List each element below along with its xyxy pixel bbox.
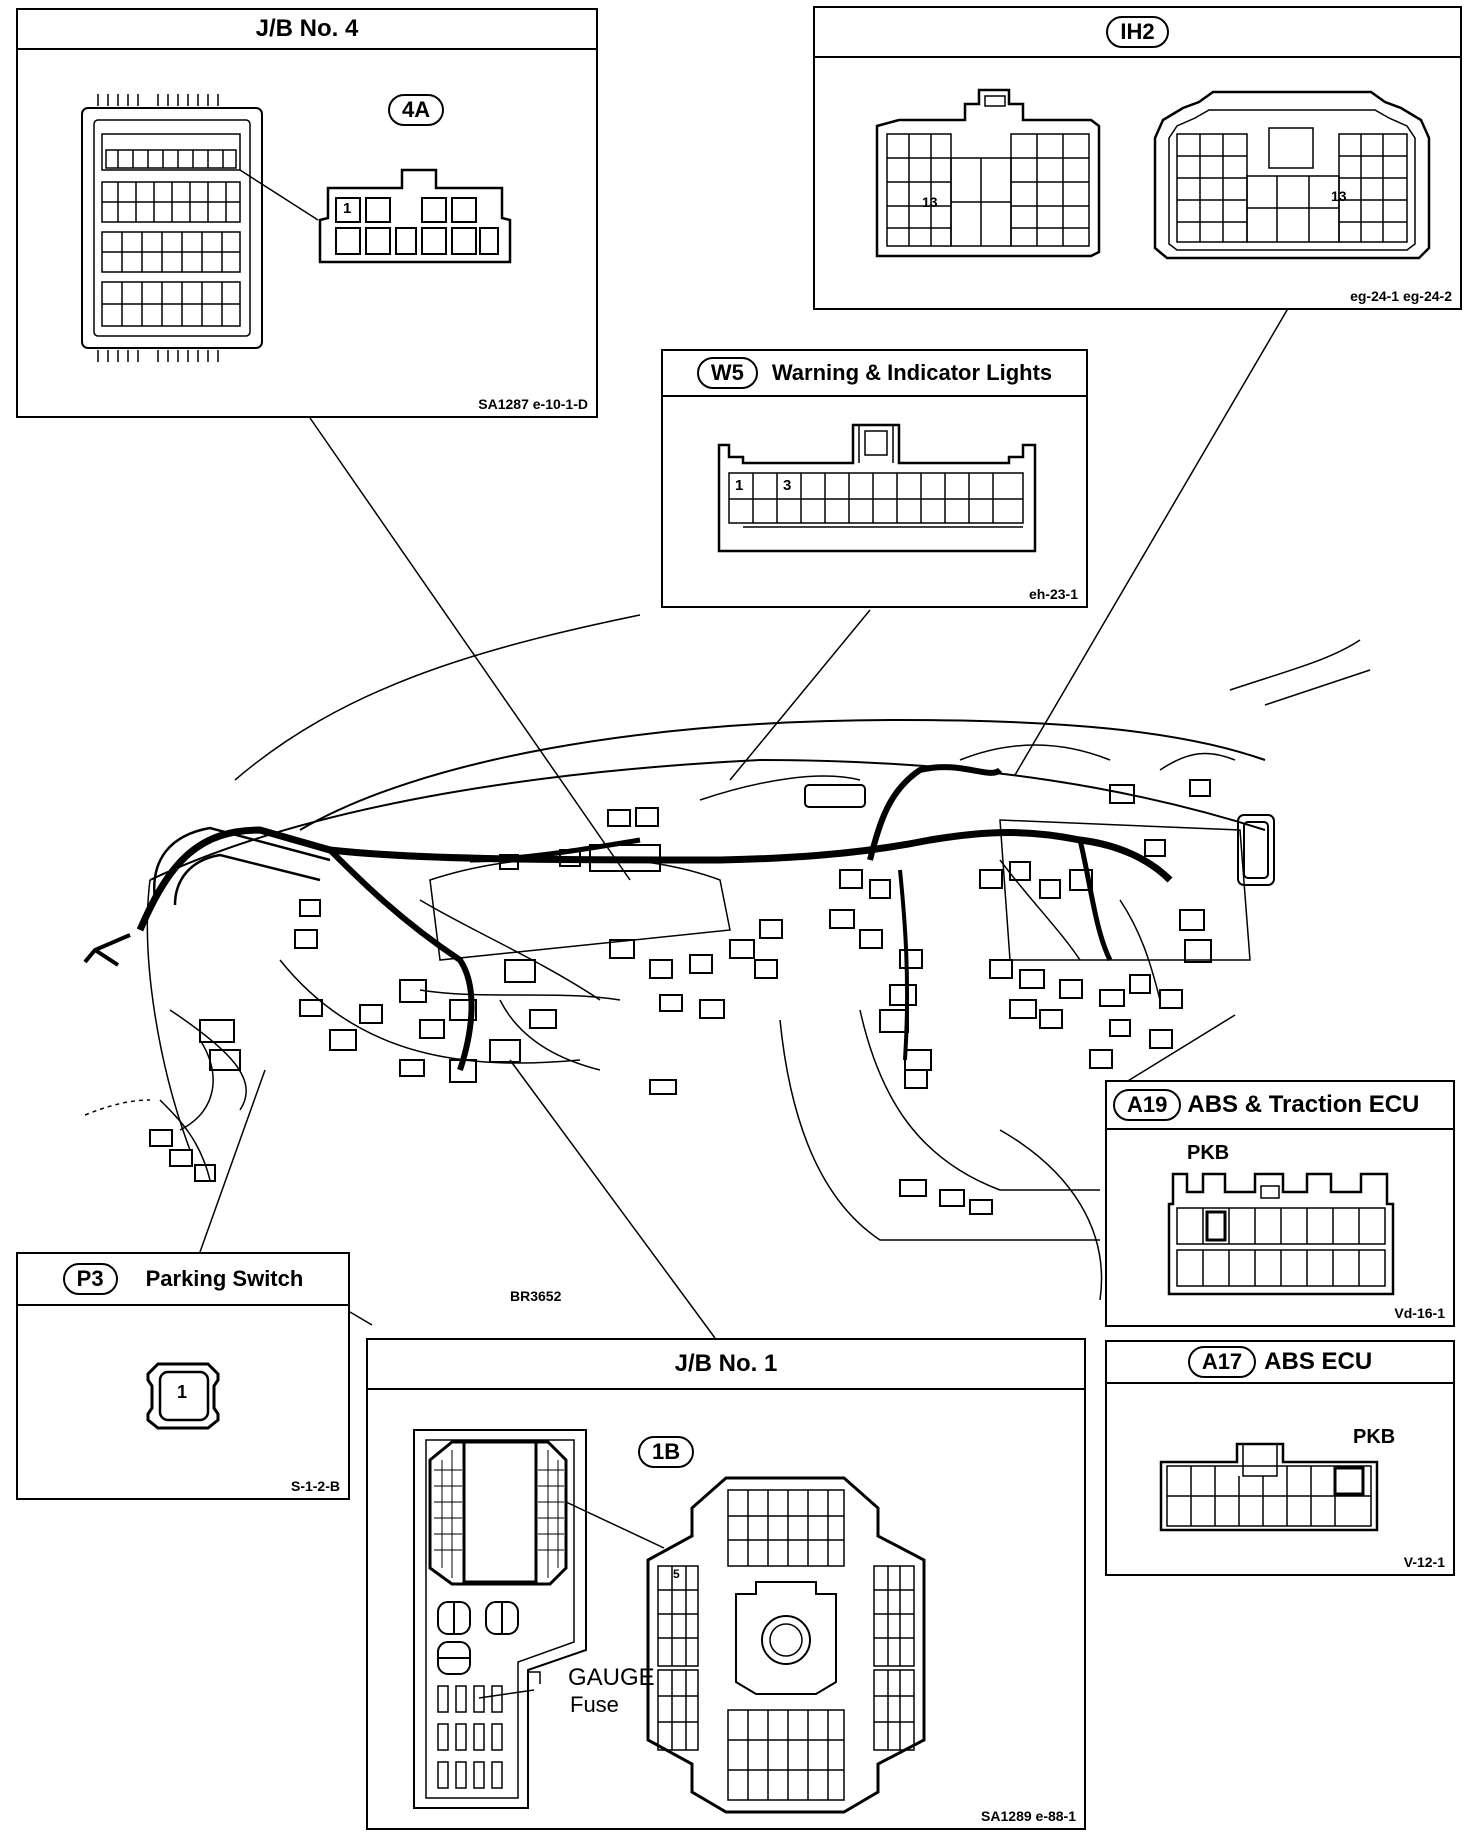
lower-dash-left [279,959,581,1064]
vent-right-inner [1243,821,1269,879]
leader-w5 [729,609,871,781]
w5-pin-3: 3 [783,477,792,494]
panel-w5-code: eh-23-1 [1028,586,1078,602]
leader-p3 [199,1069,266,1253]
dashboard-front-edge [149,758,1266,881]
vent-right [1237,814,1275,886]
harness-sleeve [153,826,331,906]
a19-pkb-label: PKB [1187,1142,1230,1164]
ih2-drawing [875,88,1431,260]
harness-branch-right [1077,839,1113,962]
panel-w5-tag: W5 [696,357,758,389]
connector-1b-tag: 1B [638,1436,695,1468]
panel-ih2-header: IH2 [815,8,1460,58]
steering-column [419,899,601,1001]
panel-a17-title: ABS ECU [1264,1348,1373,1375]
leader-ih2 [1014,304,1291,776]
panel-w5-header: W5 Warning & Indicator Lights [663,351,1086,397]
harness-branch-left [327,847,475,1071]
floor-line [999,1129,1103,1301]
panel-a19-code: Vd-16-1 [1394,1305,1445,1321]
panel-p3-title: Parking Switch [145,1266,304,1291]
panel-ih2: IH2 [813,6,1462,310]
panel-jb4: J/B No. 4 [16,8,598,418]
wires-top [699,744,1236,801]
w5-drawing [717,423,1037,553]
ih2-right-pin-13: 13 [1331,188,1347,204]
connector-4a-pin-1: 1 [343,200,352,217]
ih2-left-pin-13: 13 [922,194,938,210]
panel-ih2-tag: IH2 [1106,16,1169,48]
connector-1b-pin-5: 5 [673,1567,680,1581]
harness-arrow [83,933,131,967]
harness-branch-up [867,764,1003,861]
panel-w5: W5 Warning & Indicator Lights 1 3 eh-23-… [661,349,1088,608]
a17-drawing [1159,1442,1379,1532]
stub-p3-right [349,1311,373,1326]
p3-pin-1: 1 [177,1382,188,1402]
wires-left [159,1009,247,1181]
glovebox-outline [999,819,1251,961]
dashboard-top-edge [299,718,1266,831]
cable-dashed-left [84,1099,151,1116]
wires-mid [419,989,621,1071]
panel-jb1-code: SA1289 e-88-1 [981,1808,1076,1824]
gauge-fuse-label-line2: Fuse [570,1692,619,1717]
panel-a19: A19 ABS & Traction ECU PKB Vd-16-1 [1105,1080,1455,1327]
panel-a17-code: V-12-1 [1403,1554,1445,1570]
panel-jb1-title: J/B No. 1 [674,1350,778,1377]
wires-right [999,859,1161,1001]
panel-a19-tag: A19 [1113,1089,1182,1121]
panel-jb4-title: J/B No. 4 [255,15,359,42]
jb1-drawing [413,1429,926,1814]
leader-jb4 [309,417,631,881]
panel-a19-header: A19 ABS & Traction ECU [1107,1082,1453,1130]
panel-p3: P3 Parking Switch 1 S-1-2-B [16,1252,350,1500]
connector-4a-tag: 4A [388,94,445,126]
panel-p3-tag: P3 [62,1263,118,1295]
panel-w5-title: Warning & Indicator Lights [771,360,1053,385]
gauge-fuse-label-line1: GAUGE [568,1664,655,1691]
a-pillar-right-2 [1264,669,1371,706]
panel-p3-header: P3 Parking Switch [18,1254,348,1306]
panel-a17-header: A17 ABS ECU [1107,1342,1453,1384]
p3-drawing [146,1362,220,1430]
leader-jb1 [509,1059,716,1339]
panel-jb1: J/B No. 1 [366,1338,1086,1830]
w5-pin-1: 1 [735,477,744,494]
panel-a19-title: ABS & Traction ECU [1187,1091,1420,1118]
leader-a19 [1109,1014,1236,1093]
main-harness [136,826,1173,932]
panel-a17-tag: A17 [1187,1346,1257,1378]
cluster-hood [429,856,731,961]
panel-jb1-header: J/B No. 1 [368,1340,1084,1390]
harness-connectors [149,779,1212,1215]
panel-p3-code: S-1-2-B [290,1478,340,1494]
a19-drawing [1167,1172,1395,1296]
a17-pkb-label: PKB [1353,1426,1396,1448]
figure-code: BR3652 [510,1288,562,1304]
center-console [779,1019,1100,1241]
panel-jb4-code: SA1287 e-10-1-D [478,396,588,412]
panel-ih2-code: eg-24-1 eg-24-2 [1350,288,1452,304]
jb4-drawing [81,94,512,362]
a-pillar-right [1229,639,1361,691]
center-console-2 [859,1009,1100,1191]
harness-branch-mid [469,837,641,863]
panel-a17: A17 ABS ECU PKB V-12-1 [1105,1340,1455,1576]
panel-jb4-header: J/B No. 4 [18,10,596,50]
windshield-line [234,614,641,781]
